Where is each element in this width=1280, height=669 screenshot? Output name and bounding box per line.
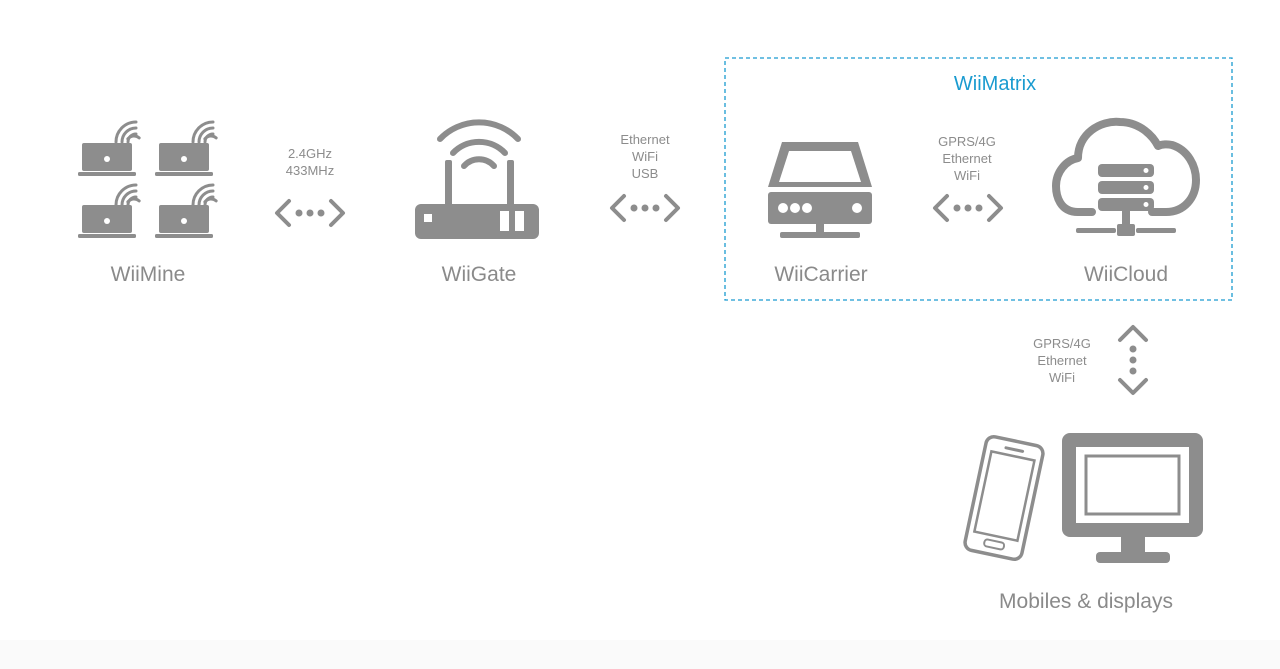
link-label-mine-gate-1: 2.4GHz <box>288 146 332 161</box>
link-label-cloud-mobiles-1: GPRS/4G <box>1033 336 1091 351</box>
node-label-wiicarrier: WiiCarrier <box>774 263 867 286</box>
bidirectional-vertical-arrow-icon <box>1118 325 1148 395</box>
bottom-strip <box>0 640 1280 669</box>
link-label-gate-carrier-2: WiFi <box>632 149 658 164</box>
node-label-wiigate: WiiGate <box>442 263 517 286</box>
link-label-carrier-cloud-2: Ethernet <box>942 151 992 166</box>
server-box-icon <box>768 142 872 238</box>
bidirectional-arrow-icon <box>610 194 680 222</box>
laptops-with-wifi-icon <box>78 120 218 238</box>
bidirectional-arrow-icon <box>933 194 1003 222</box>
wiimatrix-group-label: WiiMatrix <box>954 73 1036 95</box>
cloud-server-icon <box>1052 117 1200 236</box>
link-label-gate-carrier-3: USB <box>632 166 659 181</box>
link-label-carrier-cloud-1: GPRS/4G <box>938 134 996 149</box>
link-label-cloud-mobiles-3: WiFi <box>1049 370 1075 385</box>
link-label-carrier-cloud-3: WiFi <box>954 168 980 183</box>
link-label-cloud-mobiles-2: Ethernet <box>1037 353 1087 368</box>
node-label-mobiles: Mobiles & displays <box>999 590 1173 613</box>
link-label-mine-gate-2: 433MHz <box>286 163 334 178</box>
node-label-wiicloud: WiiCloud <box>1084 263 1168 286</box>
wiimatrix-group-border <box>724 57 1233 301</box>
router-icon <box>415 119 539 239</box>
link-label-gate-carrier-1: Ethernet <box>620 132 670 147</box>
bidirectional-arrow-icon <box>275 199 345 227</box>
phone-and-monitor-icon <box>963 433 1203 563</box>
node-label-wiimine: WiiMine <box>111 263 186 286</box>
